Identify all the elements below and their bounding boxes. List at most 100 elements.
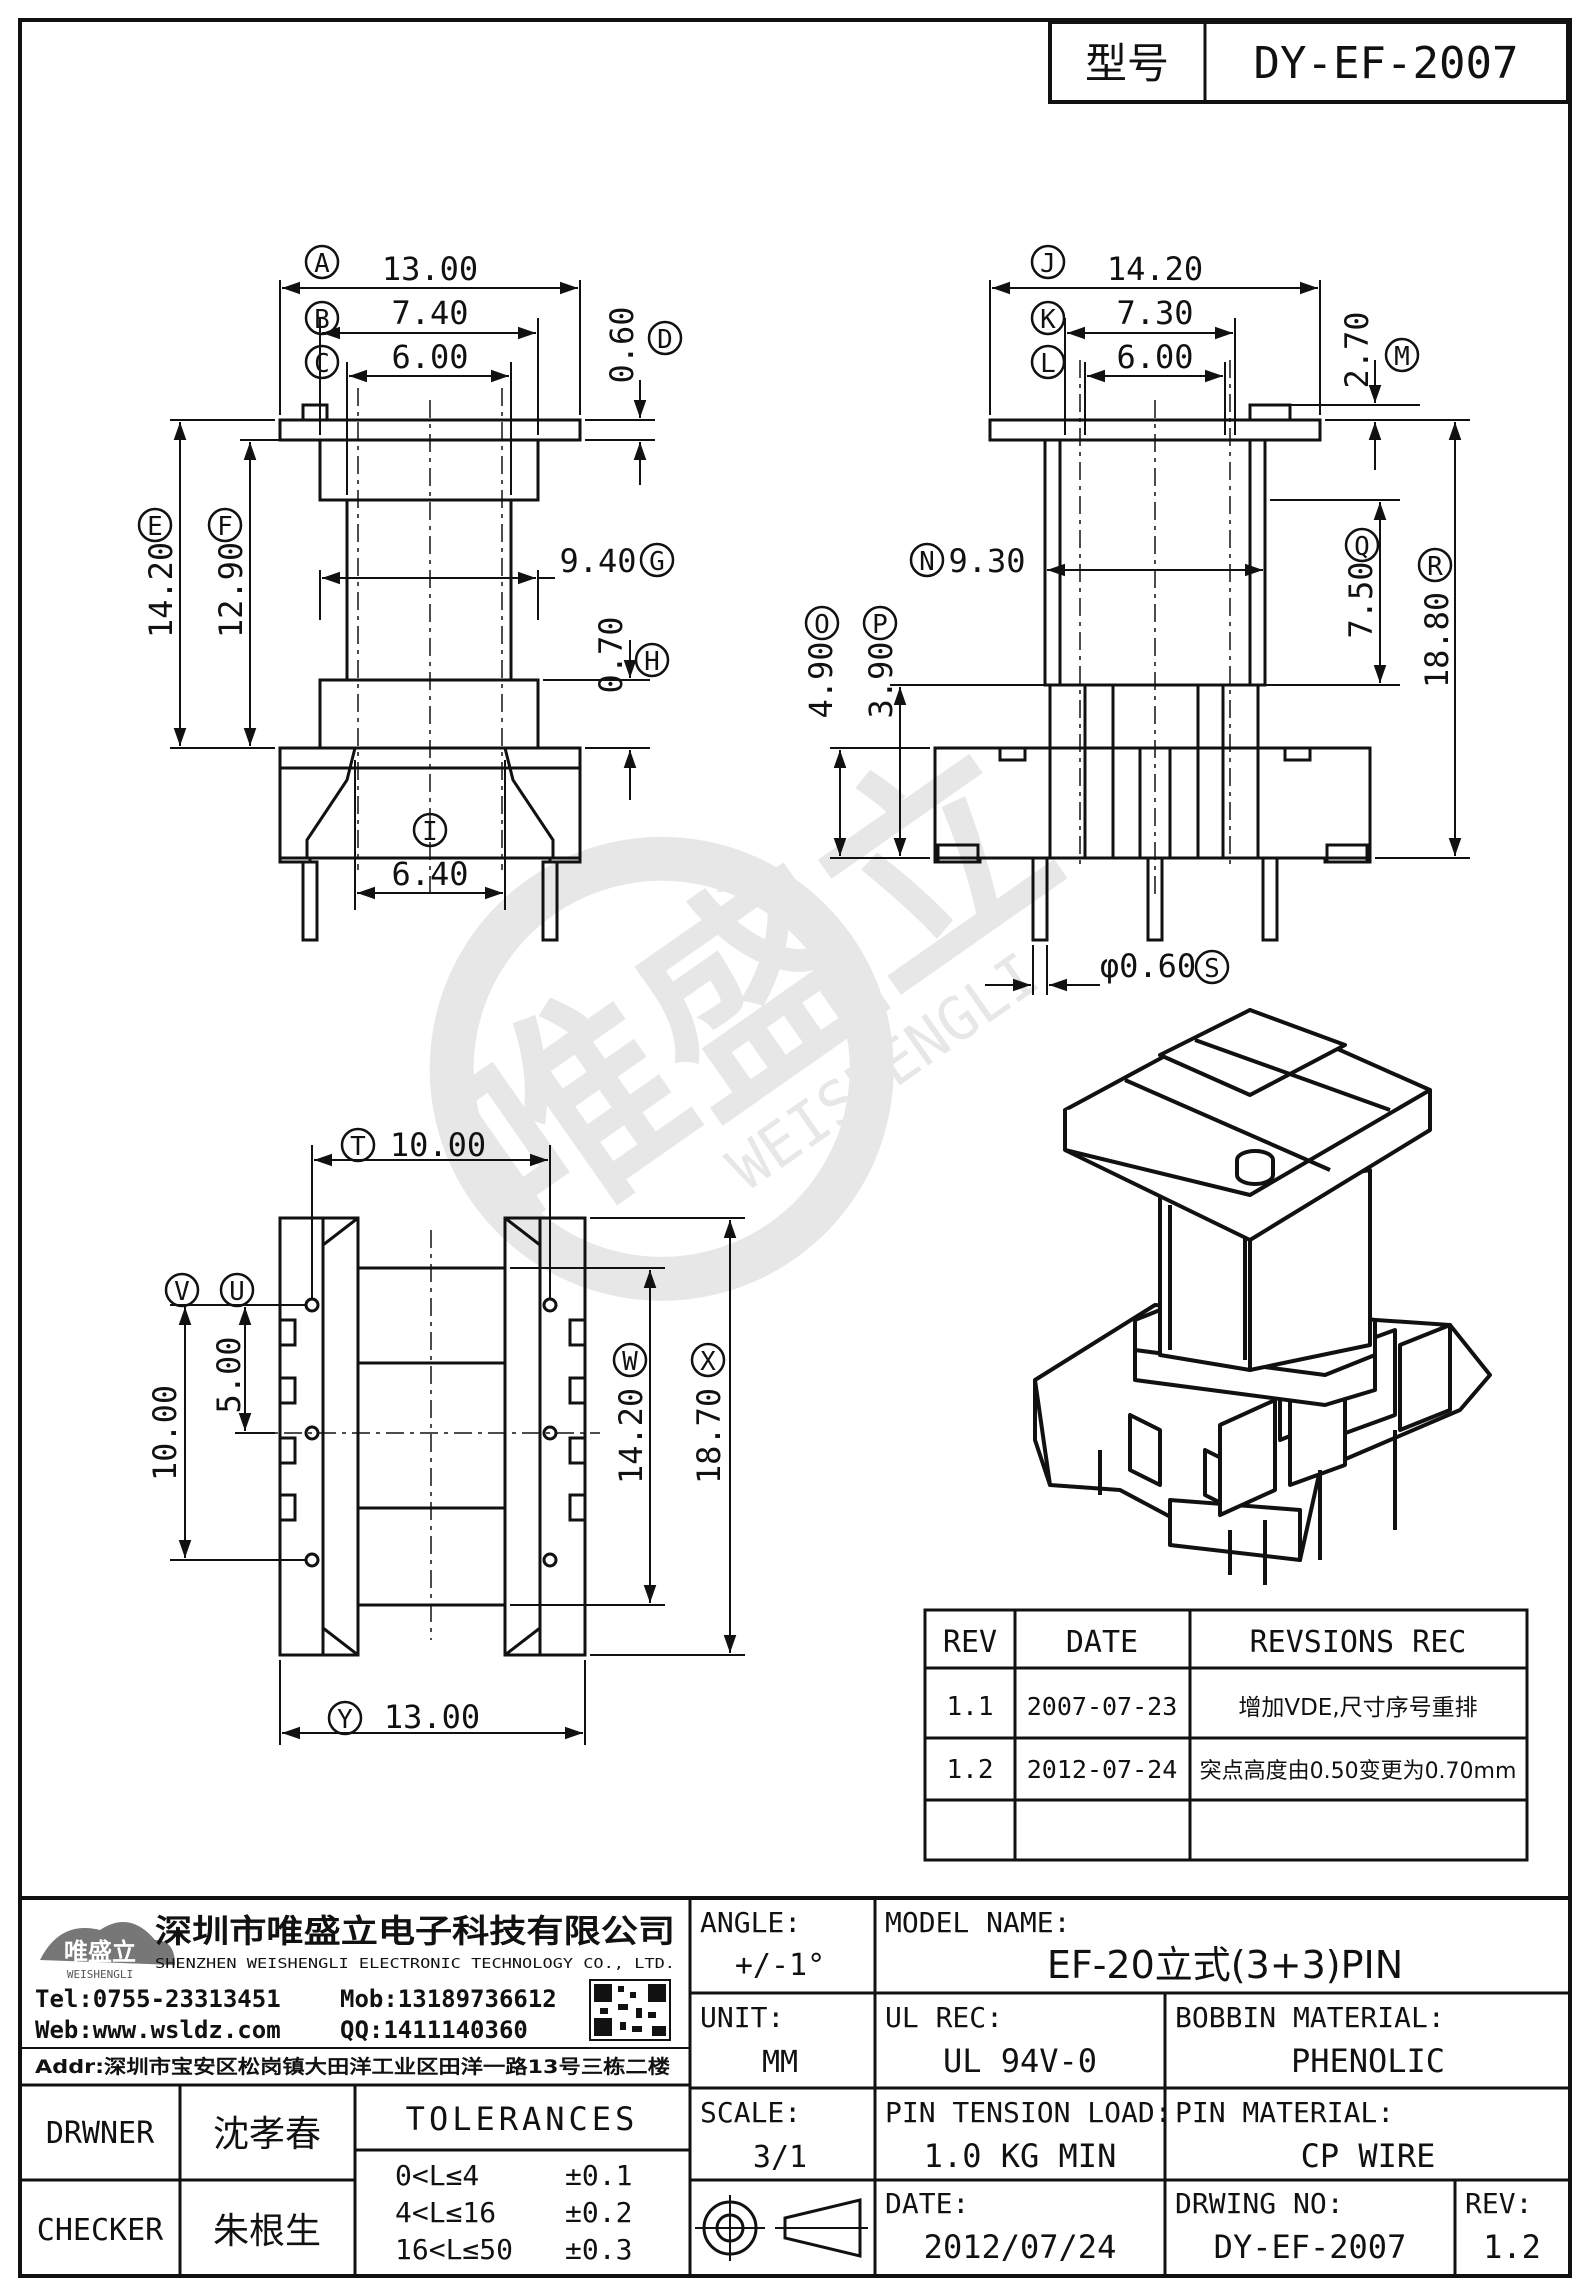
- angle-label: ANGLE:: [700, 1906, 801, 1939]
- pin-tension-label: PIN TENSION LOAD:: [885, 2096, 1172, 2129]
- rev-header-date: DATE: [1066, 1625, 1138, 1660]
- tol-range-2: 4<L≤16: [395, 2196, 496, 2229]
- label-P: P: [862, 605, 898, 641]
- dim-X: 18.70: [690, 1388, 728, 1484]
- drawer-label: DRWNER: [46, 2116, 155, 2151]
- dim-G: 9.40: [559, 542, 636, 580]
- label-T: T: [340, 1127, 376, 1163]
- model-label: 型号: [1085, 39, 1169, 88]
- company-tel: Tel:0755-23313451: [35, 1985, 281, 2013]
- label-H: H: [634, 642, 670, 678]
- model-name-label: MODEL NAME:: [885, 1906, 1070, 1939]
- svg-text:B: B: [314, 305, 330, 335]
- date-value: 2012/07/24: [924, 2228, 1117, 2266]
- svg-text:F: F: [217, 512, 233, 542]
- bottom-dim-lines: [170, 1145, 745, 1745]
- svg-text:L: L: [1040, 349, 1056, 379]
- svg-text:J: J: [1040, 249, 1056, 279]
- dim-Y: 13.00: [384, 1698, 480, 1736]
- label-L: L: [1030, 344, 1066, 380]
- label-S: S: [1194, 949, 1230, 985]
- bottom-view: [250, 1216, 600, 1657]
- bobbin-label: BOBBIN MATERIAL:: [1175, 2001, 1445, 2034]
- dim-T: 10.00: [390, 1126, 486, 1164]
- title-block: [20, 1896, 1570, 2276]
- label-I: I: [412, 812, 448, 848]
- isometric-view: [1033, 1008, 1492, 1585]
- svg-text:I: I: [422, 817, 438, 847]
- label-J: J: [1030, 244, 1066, 280]
- company-block: 唯盛立 WEISHENGLI 深圳市唯盛立电子科技有限公司 SHENZHEN W…: [35, 1912, 675, 2078]
- svg-text:K: K: [1040, 305, 1056, 335]
- svg-text:G: G: [649, 547, 665, 577]
- svg-text:C: C: [314, 349, 330, 379]
- dim-E: 14.20: [142, 542, 180, 638]
- drwing-no-value: DY-EF-2007: [1214, 2228, 1407, 2266]
- dim-V: 10.00: [146, 1385, 184, 1481]
- company-web: Web:www.wsldz.com: [35, 2016, 281, 2044]
- ul-rec-value: UL 94V-0: [943, 2042, 1097, 2080]
- dim-O: 4.90: [802, 641, 840, 718]
- dim-K: 7.30: [1116, 294, 1193, 332]
- dim-I: 6.40: [391, 855, 468, 893]
- svg-text:O: O: [814, 610, 830, 640]
- label-F: F: [207, 507, 243, 543]
- dim-H: 0.70: [592, 616, 630, 693]
- pin-material-value: CP WIRE: [1301, 2137, 1436, 2175]
- rev-row-2-rev: 1.2: [947, 1755, 994, 1785]
- label-C: C: [304, 344, 340, 380]
- svg-text:T: T: [350, 1132, 366, 1162]
- tol-value-2: ±0.2: [565, 2196, 632, 2229]
- label-B: B: [304, 300, 340, 336]
- rev-row-1-date: 2007-07-23: [1027, 1692, 1178, 1721]
- dim-N: 9.30: [948, 542, 1025, 580]
- dim-F: 12.90: [212, 542, 250, 638]
- side-dim-lines: [830, 280, 1470, 995]
- date-label: DATE:: [885, 2187, 969, 2220]
- label-D: D: [647, 320, 683, 356]
- drawer-value: 沈孝春: [213, 2114, 321, 2155]
- dim-W: 14.20: [612, 1388, 650, 1484]
- dim-D: 0.60: [603, 306, 641, 383]
- front-view: [278, 388, 582, 942]
- rev-row-1-rev: 1.1: [947, 1692, 994, 1722]
- scale-label: SCALE:: [700, 2096, 801, 2129]
- front-dim-lines: [170, 280, 655, 910]
- svg-text:A: A: [314, 249, 330, 279]
- label-E: E: [137, 507, 173, 543]
- dim-J: 14.20: [1107, 250, 1203, 288]
- dim-C: 6.00: [391, 338, 468, 376]
- title-block-text: ANGLE: +/-1° MODEL NAME: EF-20立式(3+3)PIN…: [37, 1906, 1541, 2266]
- projection-symbol-icon: [695, 2195, 868, 2261]
- logo-text: 唯盛立: [64, 1938, 136, 1966]
- svg-text:N: N: [919, 547, 935, 577]
- svg-text:Q: Q: [1354, 532, 1370, 562]
- dim-L: 6.00: [1116, 338, 1193, 376]
- label-U: U: [219, 1272, 255, 1308]
- rev-row-2-rec: 突点高度由0.50变更为0.70mm: [1200, 1759, 1517, 1784]
- company-logo: 唯盛立 WEISHENGLI: [40, 1922, 175, 1981]
- company-qq: QQ:1411140360: [340, 2016, 528, 2044]
- svg-text:W: W: [622, 1347, 638, 1377]
- label-K: K: [1030, 300, 1066, 336]
- logo-sub: WEISHENGLI: [67, 1968, 133, 1981]
- revision-table: [923, 1608, 1529, 1862]
- dim-S: φ0.60: [1100, 947, 1196, 985]
- tol-value-3: ±0.3: [565, 2233, 632, 2266]
- svg-text:H: H: [644, 647, 660, 677]
- label-G: G: [639, 542, 675, 578]
- label-V: V: [164, 1272, 200, 1308]
- svg-text:V: V: [174, 1277, 190, 1307]
- svg-text:Y: Y: [337, 1705, 353, 1735]
- scale-value: 3/1: [753, 2140, 807, 2175]
- dim-R: 18.80: [1418, 592, 1456, 688]
- side-dim-labels: J 14.20 K 7.30 L 6.00 2.70 M N 9.30 O 4.…: [802, 244, 1456, 985]
- label-A: A: [304, 244, 340, 280]
- rev-header-rev: REV: [943, 1625, 997, 1660]
- pin-material-label: PIN MATERIAL:: [1175, 2096, 1394, 2129]
- rev-label: REV:: [1465, 2187, 1532, 2220]
- dim-U: 5.00: [210, 1336, 248, 1413]
- label-N: N: [909, 542, 945, 578]
- svg-text:M: M: [1394, 342, 1410, 372]
